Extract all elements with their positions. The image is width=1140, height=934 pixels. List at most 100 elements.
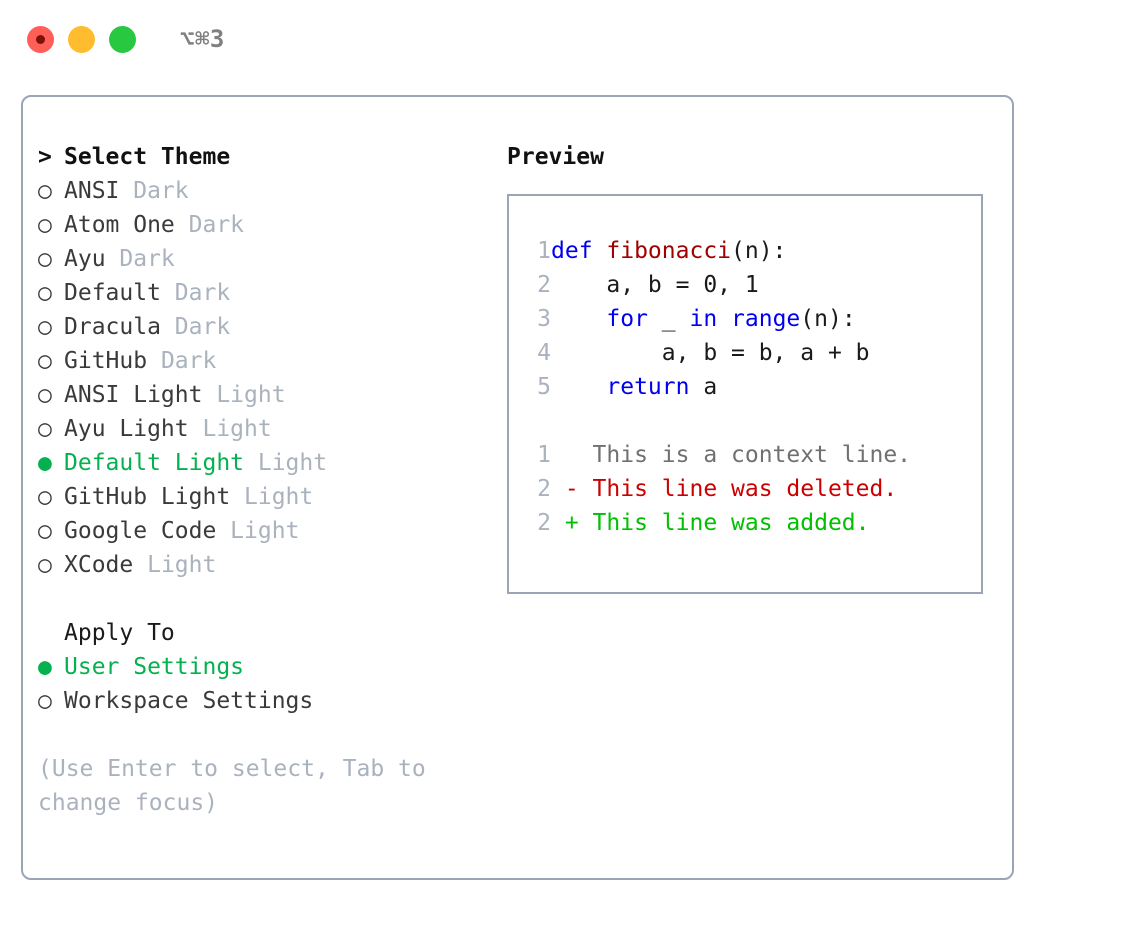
theme-list-item[interactable]: ○ANSI Dark bbox=[38, 174, 483, 208]
code-token: (n): bbox=[731, 238, 787, 264]
diff-line: 2 + This line was added. bbox=[509, 506, 981, 540]
code-token: in bbox=[689, 306, 718, 332]
theme-list-item[interactable]: ○ Default Dark bbox=[38, 276, 483, 310]
theme-list-item-label: XCode bbox=[64, 552, 134, 578]
theme-list-item-label: ANSI bbox=[64, 178, 120, 204]
section-spacer bbox=[38, 582, 483, 616]
theme-picker-panel: >Select Theme ○ ANSI Dark ○ Atom One Dark ○ A… bbox=[21, 95, 1014, 880]
radio-unselected-icon: ○ bbox=[38, 212, 52, 238]
line-number: 1 bbox=[537, 442, 551, 468]
theme-list-item[interactable]: ○XCode Light bbox=[38, 548, 483, 582]
apply-to-list: ● User Settings ○ Workspace Settings bbox=[38, 650, 483, 718]
keyboard-shortcut-label: ⌥⌘3 bbox=[180, 25, 225, 53]
radio-unselected-icon: ○ bbox=[38, 280, 52, 306]
theme-list-item-category: Light bbox=[244, 450, 328, 476]
theme-list-item[interactable]: ○ Atom One Dark bbox=[38, 208, 483, 242]
code-token: a, b = 0, 1 bbox=[551, 272, 759, 298]
radio-unselected-icon: ○ bbox=[38, 382, 52, 408]
code-line: 1def fibonacci(n): bbox=[509, 234, 981, 268]
select-theme-heading-label: Select Theme bbox=[64, 144, 231, 170]
radio-unselected-icon: ○ bbox=[38, 178, 52, 204]
radio-unselected-icon: ○ bbox=[38, 314, 52, 340]
theme-list-item-label: GitHub bbox=[64, 348, 148, 374]
theme-list-item[interactable]: ○ Ayu Dark bbox=[38, 242, 483, 276]
diff-sample: 1 This is a context line.2 - This line w… bbox=[509, 438, 981, 540]
theme-list-item[interactable]: ○ Google Code Light bbox=[38, 514, 483, 548]
code-line: 5 return a bbox=[509, 370, 981, 404]
theme-list-item-label: Ayu Light bbox=[64, 416, 189, 442]
code-token bbox=[717, 306, 731, 332]
apply-to-item-label: User Settings bbox=[64, 654, 245, 680]
code-token: def bbox=[551, 238, 607, 264]
theme-list-item-category: Light bbox=[216, 518, 300, 544]
theme-list-item-label: Default Light bbox=[64, 450, 245, 476]
theme-list-item-category: Dark bbox=[105, 246, 175, 272]
code-token: for bbox=[606, 306, 648, 332]
theme-list-item-category: Dark bbox=[174, 212, 245, 238]
line-number: 4 bbox=[537, 340, 551, 366]
code-token: range bbox=[731, 306, 801, 332]
apply-to-item[interactable]: ● User Settings bbox=[38, 650, 483, 684]
theme-list-item[interactable]: ○ ANSI Light Light bbox=[38, 378, 483, 412]
theme-list-item-label: Ayu bbox=[64, 246, 106, 272]
select-theme-heading: >Select Theme bbox=[38, 140, 483, 174]
window-titlebar: ⌥⌘3 bbox=[0, 0, 1140, 78]
apply-to-item[interactable]: ○ Workspace Settings bbox=[38, 684, 483, 718]
apply-to-heading: Apply To bbox=[38, 616, 483, 650]
code-line: 3 for _ in range(n): bbox=[509, 302, 981, 336]
code-line: 2 a, b = 0, 1 bbox=[509, 268, 981, 302]
code-token: a bbox=[689, 374, 718, 400]
theme-list-item-category: Dark bbox=[160, 280, 231, 306]
code-token: return bbox=[606, 374, 690, 400]
apply-to-heading-label: Apply To bbox=[64, 620, 175, 646]
code-token: - This line was deleted. bbox=[551, 476, 898, 502]
code-token: _ bbox=[647, 306, 690, 332]
code-diff-spacer bbox=[509, 404, 981, 438]
line-number: 2 bbox=[537, 476, 551, 502]
radio-unselected-icon: ○ bbox=[38, 552, 52, 578]
radio-unselected-icon: ○ bbox=[38, 416, 52, 442]
maximize-button[interactable] bbox=[109, 25, 136, 53]
code-token: + This line was added. bbox=[551, 510, 870, 536]
theme-list-item-label: Google Code bbox=[64, 518, 217, 544]
minimize-button[interactable] bbox=[68, 25, 95, 53]
code-token: a, b = b, a + b bbox=[551, 340, 870, 366]
theme-list: ○ ANSI Dark ○ Atom One Dark ○ Ayu Dark ○ Defaul… bbox=[38, 174, 483, 582]
radio-selected-icon: ● bbox=[38, 654, 52, 680]
theme-list-item-label: Default bbox=[64, 280, 161, 306]
line-number: 3 bbox=[537, 306, 551, 332]
code-token: (n): bbox=[800, 306, 856, 332]
theme-list-item-label: ANSI Light bbox=[64, 382, 203, 408]
theme-selection-column: >Select Theme ○ ANSI Dark ○ Atom One Dark ○ A… bbox=[23, 97, 483, 878]
diff-line: 1 This is a context line. bbox=[509, 438, 981, 472]
keyboard-hint-text: (Use Enter to select, Tab to change focu… bbox=[38, 756, 426, 816]
close-button[interactable] bbox=[27, 25, 54, 53]
apply-to-item-label: Workspace Settings bbox=[64, 688, 314, 714]
theme-list-item-category: Light bbox=[202, 382, 286, 408]
theme-list-item[interactable]: ○ Dracula Dark bbox=[38, 310, 483, 344]
code-token bbox=[551, 306, 606, 332]
preview-heading: Preview bbox=[507, 144, 604, 170]
theme-list-item[interactable]: ● Default Light Light bbox=[38, 446, 483, 480]
line-number: 5 bbox=[537, 374, 551, 400]
radio-unselected-icon: ○ bbox=[38, 518, 52, 544]
code-token bbox=[551, 374, 606, 400]
theme-list-item-label: GitHub Light bbox=[64, 484, 231, 510]
radio-unselected-icon: ○ bbox=[38, 246, 52, 272]
theme-list-item-category: Light bbox=[188, 416, 272, 442]
theme-list-item-category: Dark bbox=[147, 348, 217, 374]
line-number: 1 bbox=[537, 238, 551, 264]
theme-list-item[interactable]: ○GitHub Dark bbox=[38, 344, 483, 378]
radio-unselected-icon: ○ bbox=[38, 688, 52, 714]
theme-list-item[interactable]: ○GitHub Light Light bbox=[38, 480, 483, 514]
radio-selected-icon: ● bbox=[38, 450, 52, 476]
theme-list-item-category: Dark bbox=[160, 314, 231, 340]
theme-list-item-label: Dracula bbox=[64, 314, 161, 340]
code-token: This is a context line. bbox=[551, 442, 912, 468]
theme-list-item[interactable]: ○ Ayu Light Light bbox=[38, 412, 483, 446]
code-line: 4 a, b = b, a + b bbox=[509, 336, 981, 370]
theme-list-item-label: Atom One bbox=[64, 212, 175, 238]
